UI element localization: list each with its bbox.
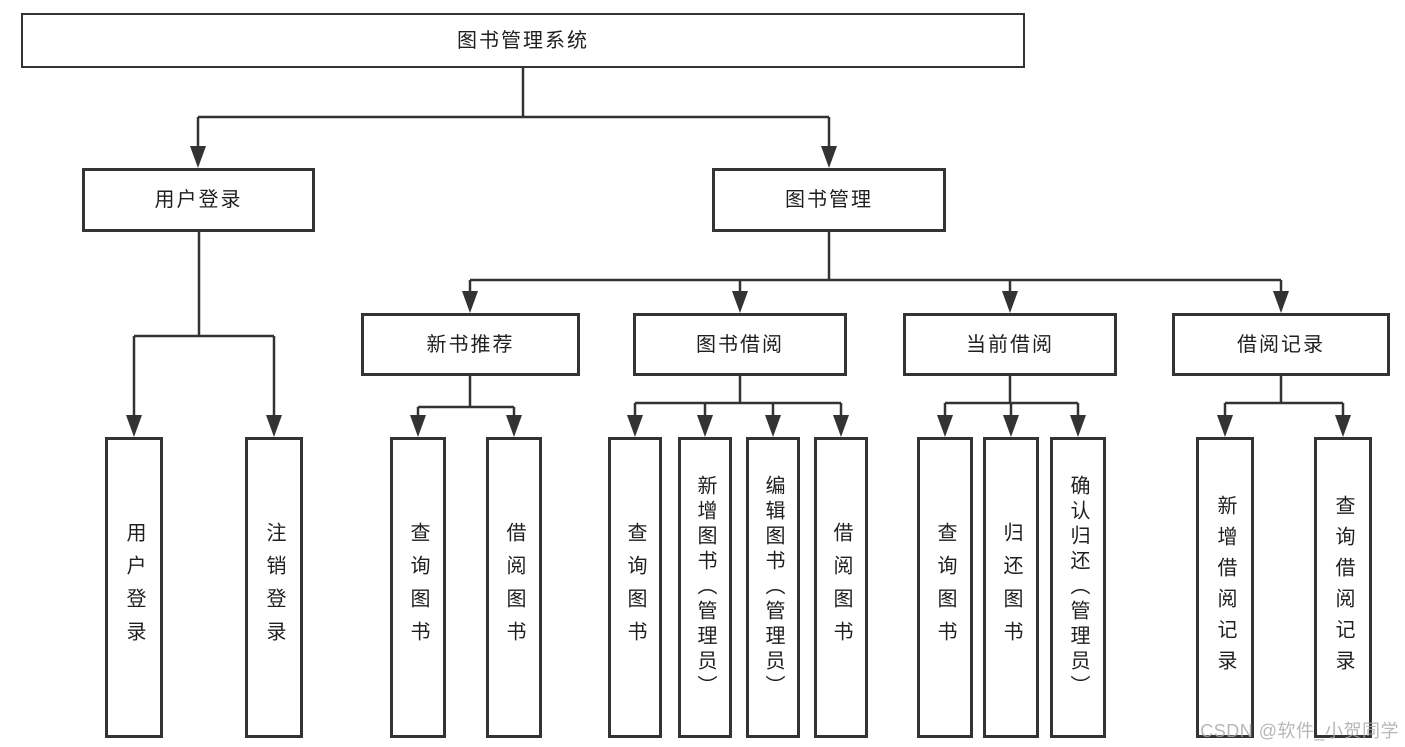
leaf-label: 新增借阅记录	[1214, 494, 1236, 681]
node-borrowing-records: 借阅记录	[1172, 313, 1390, 376]
arrowheads	[126, 146, 1351, 437]
node-logout: 注销登录	[245, 437, 303, 738]
node-current-borrowing: 当前借阅	[903, 313, 1117, 376]
tree-edge-lines	[132, 68, 1345, 419]
node-user-login: 用户登录	[82, 168, 315, 232]
node-book-borrowing: 图书借阅	[633, 313, 847, 376]
node-confirm-return-admin: 确认归还（管理员）	[1050, 437, 1106, 738]
leaf-label: 注销登录	[263, 521, 285, 654]
leaf-label: 借阅图书	[830, 521, 852, 654]
leaf-label: 查询图书	[407, 521, 429, 654]
node-return-book: 归还图书	[983, 437, 1039, 738]
leaf-label: 编辑图书（管理员）	[762, 475, 784, 700]
node-query-books-recommend: 查询图书	[390, 437, 446, 738]
node-query-borrow-record: 查询借阅记录	[1314, 437, 1372, 738]
leaf-label: 确认归还（管理员）	[1067, 475, 1089, 700]
node-edit-book-admin: 编辑图书（管理员）	[746, 437, 800, 738]
leaf-label: 查询借阅记录	[1332, 494, 1354, 681]
node-borrow-books-recommend: 借阅图书	[486, 437, 542, 738]
leaf-label: 新增图书（管理员）	[694, 475, 716, 700]
node-add-book-admin: 新增图书（管理员）	[678, 437, 732, 738]
leaf-label: 查询图书	[934, 521, 956, 654]
node-query-books-borrowing: 查询图书	[608, 437, 662, 738]
leaf-label: 查询图书	[624, 521, 646, 654]
leaf-label: 归还图书	[1000, 521, 1022, 654]
node-library-management-system: 图书管理系统	[21, 13, 1025, 68]
node-book-management: 图书管理	[712, 168, 946, 232]
node-query-books-current: 查询图书	[917, 437, 973, 738]
node-new-book-recommend: 新书推荐	[361, 313, 580, 376]
leaf-label: 借阅图书	[503, 521, 525, 654]
leaf-label: 用户登录	[123, 521, 145, 654]
node-borrow-books-borrowing: 借阅图书	[814, 437, 868, 738]
node-add-borrow-record: 新增借阅记录	[1196, 437, 1254, 738]
csdn-watermark: CSDN @软件_小贺同学	[1200, 721, 1399, 741]
node-user-login-leaf: 用户登录	[105, 437, 163, 738]
